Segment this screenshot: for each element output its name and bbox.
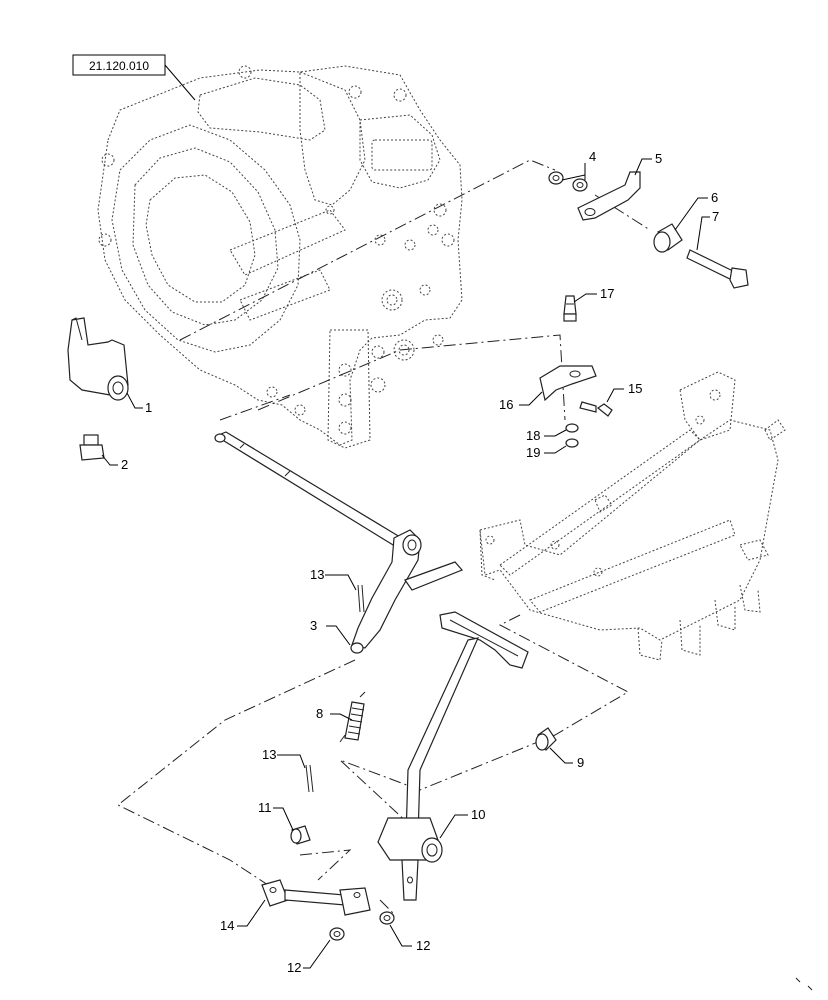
callout-6[interactable]: 6 bbox=[711, 190, 718, 205]
reference-label: 21.120.010 bbox=[89, 59, 149, 73]
callout-1[interactable]: 1 bbox=[145, 400, 152, 415]
callout-13-upper[interactable]: 13 bbox=[310, 567, 324, 582]
callout-15[interactable]: 15 bbox=[628, 381, 642, 396]
part-14-adjustable-rod bbox=[261, 879, 371, 916]
callout-leaders bbox=[101, 158, 710, 969]
callout-12-right[interactable]: 12 bbox=[416, 938, 430, 953]
callout-7[interactable]: 7 bbox=[712, 209, 719, 224]
part-5-bracket bbox=[577, 171, 641, 221]
callout-labels: 1 2 3 4 5 6 7 8 9 10 11 12 12 13 13 14 1… bbox=[121, 149, 719, 975]
part-19-washer bbox=[565, 438, 579, 448]
callout-5[interactable]: 5 bbox=[655, 151, 662, 166]
part-13-pin-upper bbox=[357, 584, 365, 613]
callout-17[interactable]: 17 bbox=[600, 286, 614, 301]
callout-13-lower[interactable]: 13 bbox=[262, 747, 276, 762]
callout-10[interactable]: 10 bbox=[471, 807, 485, 822]
callout-16[interactable]: 16 bbox=[499, 397, 513, 412]
part-12-washer-right bbox=[379, 911, 395, 925]
corner-marks bbox=[795, 977, 813, 991]
callout-11[interactable]: 11 bbox=[258, 800, 272, 815]
part-7-bolt bbox=[686, 249, 749, 289]
transmission-housing bbox=[97, 65, 463, 449]
part-13-pin-lower bbox=[305, 764, 314, 793]
callout-12-left[interactable]: 12 bbox=[287, 960, 301, 975]
callout-3[interactable]: 3 bbox=[310, 618, 317, 633]
part-16-mount-bracket bbox=[539, 365, 597, 402]
part-1-shift-fork bbox=[67, 317, 129, 401]
part-17-grease-fitting bbox=[563, 295, 577, 322]
part-18-washer bbox=[565, 423, 579, 433]
part-12-washer-left bbox=[329, 927, 345, 941]
callout-18[interactable]: 18 bbox=[526, 428, 540, 443]
part-10-pedal-lever bbox=[377, 611, 529, 901]
callout-8[interactable]: 8 bbox=[316, 706, 323, 721]
callout-2[interactable]: 2 bbox=[121, 457, 128, 472]
part-11-bushing bbox=[290, 825, 311, 845]
part-15-bolt bbox=[579, 401, 613, 417]
callout-14[interactable]: 14 bbox=[220, 918, 234, 933]
part-8-spring bbox=[339, 691, 366, 743]
callout-9[interactable]: 9 bbox=[577, 755, 584, 770]
part-9-rubber-stop bbox=[535, 727, 557, 751]
part-6-bushing bbox=[653, 223, 683, 253]
reference-box[interactable]: 21.120.010 bbox=[72, 54, 196, 101]
callout-4[interactable]: 4 bbox=[589, 149, 596, 164]
part-2-plug bbox=[79, 434, 105, 461]
part-3-shaft-pedal-arm bbox=[214, 431, 464, 654]
part-4-nuts bbox=[548, 171, 588, 192]
chassis-frame bbox=[479, 371, 786, 661]
callout-19[interactable]: 19 bbox=[526, 445, 540, 460]
